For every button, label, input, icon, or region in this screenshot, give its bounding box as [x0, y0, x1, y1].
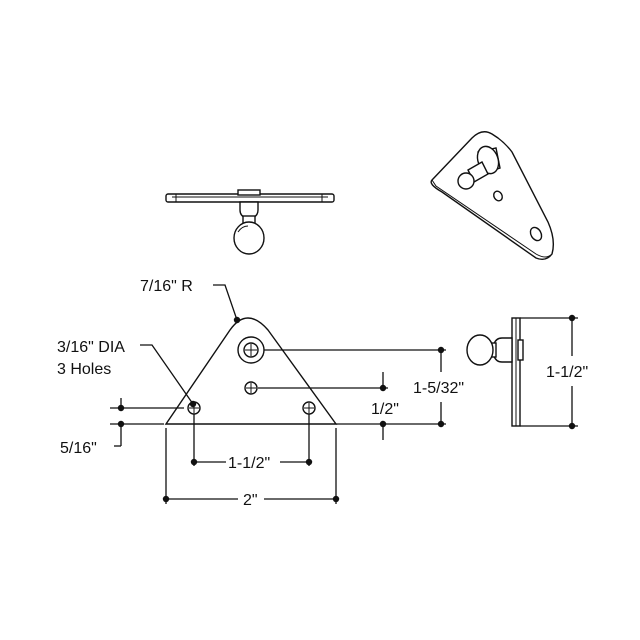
ball-stud-icon — [466, 334, 513, 366]
hole-count-label: 3 Holes — [57, 361, 111, 378]
front-view — [164, 317, 338, 425]
mounting-hole-icon — [302, 401, 316, 415]
mounting-hole-icon — [244, 381, 258, 395]
top-view — [165, 189, 335, 255]
hole-spacing-label: 1-1/2" — [228, 455, 270, 472]
dimension-lines — [110, 284, 578, 504]
ball-stud-height-label: 1-5/32" — [413, 380, 464, 397]
center-hole-height-label: 1/2" — [371, 401, 399, 418]
side-height-label: 1-1/2" — [546, 364, 588, 381]
mounting-hole-icon — [237, 336, 265, 364]
ball-stud-icon — [457, 145, 501, 190]
isometric-view — [430, 131, 555, 261]
ball-stud-icon — [233, 201, 265, 255]
hole-offset-label: 5/16" — [60, 440, 97, 457]
base-width-label: 2" — [243, 492, 258, 509]
hole-diameter-label: 3/16" DIA — [57, 339, 125, 356]
side-view — [466, 317, 524, 427]
corner-radius-label: 7/16" R — [140, 278, 193, 295]
